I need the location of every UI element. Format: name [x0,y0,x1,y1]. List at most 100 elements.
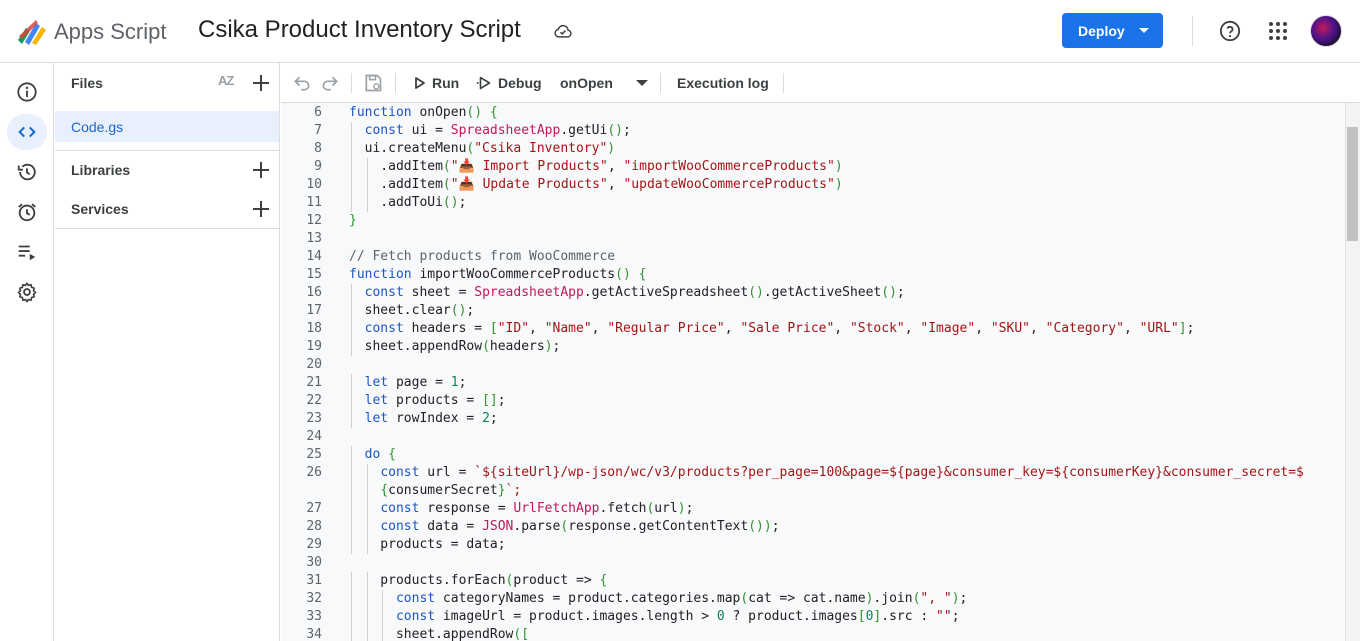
run-button[interactable]: Run [432,75,460,91]
triggers-button[interactable] [7,194,47,230]
code-line[interactable]: 25 do { [281,446,1345,464]
code-line[interactable]: 32 const categoryNames = product.categor… [281,590,1345,608]
indent-guide [351,176,352,194]
alarm-clock-icon [18,203,36,222]
project-settings-button[interactable] [7,274,47,310]
code-line[interactable]: 13 [281,230,1345,248]
code-line[interactable]: 34 sheet.appendRow([ [281,626,1345,641]
code-line[interactable]: 26 const url = `${siteUrl}/wp-json/wc/v3… [281,464,1345,482]
debug-button[interactable]: Debug [498,75,542,91]
code-line[interactable]: 33 const imageUrl = product.images.lengt… [281,608,1345,626]
code-text: .addToUi(); [349,195,467,210]
add-file-icon[interactable] [251,73,271,93]
code-line[interactable]: 10 .addItem("📥 Update Products", "update… [281,176,1345,194]
add-library-icon[interactable] [251,160,271,180]
overview-button[interactable] [7,74,47,110]
indent-guide [366,194,368,212]
line-number: 18 [306,321,322,336]
executions-button[interactable] [7,234,47,270]
code-line[interactable]: 7 const ui = SpreadsheetApp.getUi(); [281,122,1345,140]
code-line[interactable]: 14// Fetch products from WooCommerce [281,248,1345,266]
line-number: 12 [306,213,322,228]
code-text: .addItem("📥 Import Products", "importWoo… [349,159,843,174]
files-label: Files [71,75,103,91]
code-text: products.forEach(product => { [349,573,608,588]
indent-guide [351,572,352,590]
code-line[interactable]: 23 let rowIndex = 2; [281,410,1345,428]
code-line[interactable]: 31 products.forEach(product => { [281,572,1345,590]
code-line[interactable]: 20 [281,356,1345,374]
indent-guide [351,338,352,356]
code-line[interactable]: 11 .addToUi(); [281,194,1345,212]
line-number: 16 [306,285,322,300]
code-line[interactable]: 21 let page = 1; [281,374,1345,392]
code-text: let page = 1; [364,375,467,390]
line-number: 24 [306,429,322,444]
files-section-header: Files AZ [55,63,280,102]
files-panel: Files AZ Code.gs Libraries Services [55,63,280,641]
code-text: {consumerSecret}`; [380,483,522,498]
code-text: .addItem("📥 Update Products", "updateWoo… [349,177,843,192]
triggers-history-button[interactable] [7,154,47,190]
line-number: 19 [306,339,322,354]
google-apps-icon[interactable] [1268,21,1288,41]
indent-guide [351,518,352,536]
line-number: 31 [306,573,322,588]
panel-divider [55,150,280,151]
code-line[interactable]: {consumerSecret}`; [281,482,1345,500]
code-text: ui.createMenu("Csika Inventory") [349,141,616,156]
code-line[interactable]: 17 sheet.clear(); [281,302,1345,320]
redo-icon[interactable] [320,73,340,93]
code-line[interactable]: 24 [281,428,1345,446]
code-line[interactable]: 27 const response = UrlFetchApp.fetch(ur… [281,500,1345,518]
line-number: 22 [306,393,322,408]
code-text: let rowIndex = 2; [364,411,498,426]
execution-log-button[interactable]: Execution log [677,75,769,91]
line-number: 34 [306,627,322,641]
project-title[interactable]: Csika Product Inventory Script [198,16,521,43]
function-select-dropdown-icon[interactable] [636,80,648,86]
indent-guide [351,608,352,626]
code-text: const imageUrl = product.images.length >… [395,609,960,624]
undo-icon[interactable] [292,73,312,93]
code-line[interactable]: 9 .addItem("📥 Import Products", "importW… [281,158,1345,176]
deploy-button[interactable]: Deploy [1062,13,1163,48]
code-line[interactable]: 28 const data = JSON.parse(response.getC… [281,518,1345,536]
line-number: 20 [306,357,322,372]
code-line[interactable]: 12} [281,212,1345,230]
code-line[interactable]: 29 products = data; [281,536,1345,554]
line-number: 14 [306,249,322,264]
line-number: 17 [306,303,322,318]
gear-icon [17,282,37,303]
code-line[interactable]: 30 [281,554,1345,572]
help-icon[interactable] [1219,20,1241,42]
file-item-code-gs[interactable]: Code.gs [55,111,279,142]
code-line[interactable]: 19 sheet.appendRow(headers); [281,338,1345,356]
code-line[interactable]: 22 let products = []; [281,392,1345,410]
app-name[interactable]: Apps Script [54,19,167,44]
account-avatar[interactable] [1310,15,1342,47]
line-number: 26 [306,465,322,480]
code-line[interactable]: 18 const headers = ["ID", "Name", "Regul… [281,320,1345,338]
editor-button[interactable] [7,114,47,150]
file-name: Code.gs [71,119,124,135]
code-line[interactable]: 8 ui.createMenu("Csika Inventory") [281,140,1345,158]
indent-guide [351,284,352,302]
code-text: const response = UrlFetchApp.fetch(url); [380,501,694,516]
add-service-icon[interactable] [251,199,271,219]
info-icon [17,82,37,102]
save-project-icon[interactable] [363,73,383,93]
function-select[interactable]: onOpen [560,75,613,91]
run-play-icon[interactable] [413,73,427,93]
code-text: const categoryNames = product.categories… [395,591,968,606]
debug-icon[interactable] [476,73,494,93]
indent-guide [366,536,368,554]
line-number: 27 [306,501,322,516]
code-line[interactable]: 16 const sheet = SpreadsheetApp.getActiv… [281,284,1345,302]
cloud-saved-icon [554,24,572,38]
editor-scrollbar-thumb[interactable] [1347,127,1358,241]
sort-az-icon[interactable]: AZ [218,73,234,88]
